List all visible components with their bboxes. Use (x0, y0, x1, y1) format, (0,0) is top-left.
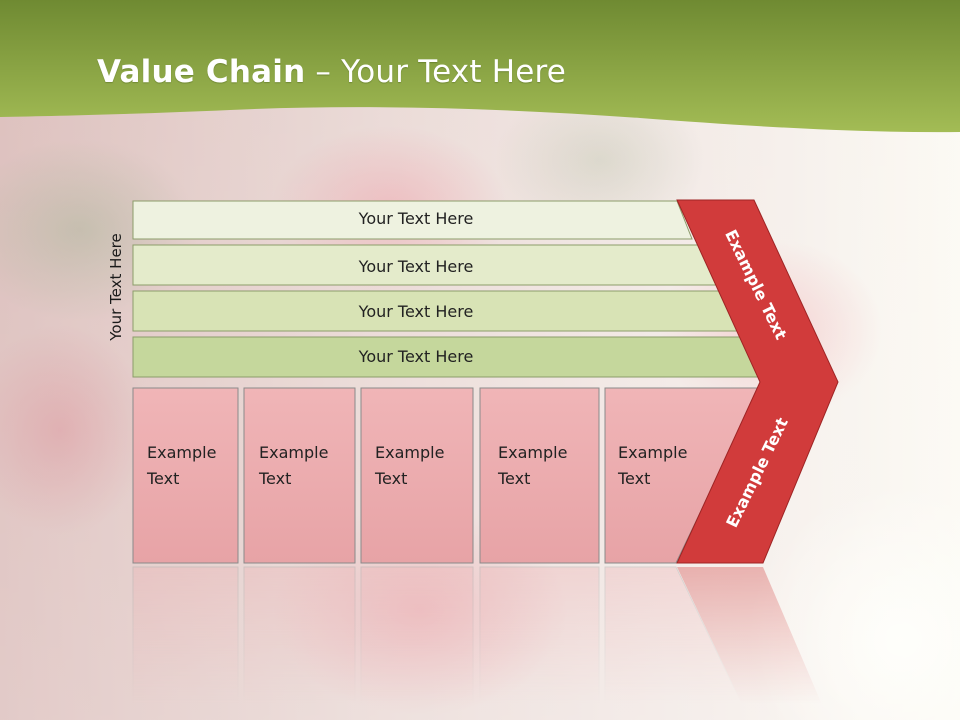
support-row: Your Text Here (132, 244, 718, 286)
support-row-label: Your Text Here (358, 209, 474, 228)
header-band (0, 0, 960, 133)
primary-box (479, 387, 600, 564)
primary-box-label: Example Text (375, 440, 444, 492)
support-row-label: Your Text Here (358, 302, 474, 321)
support-row-label: Your Text Here (358, 257, 474, 276)
primary-box (243, 387, 356, 564)
primary-box-label: Example Text (259, 440, 328, 492)
primary-box-label: Example Text (498, 440, 567, 492)
title-bold: Value Chain (97, 54, 306, 90)
primary-box-line2: Text (375, 469, 408, 488)
title-rest: – Your Text Here (305, 54, 567, 90)
primary-box-label: Example Text (618, 440, 687, 492)
primary-box (360, 387, 474, 564)
slide-title: Value Chain – Your Text Here (97, 54, 566, 90)
support-row-label: Your Text Here (358, 347, 474, 366)
support-row: Your Text Here (132, 200, 693, 240)
primary-box-line2: Text (259, 469, 292, 488)
primary-box-line2: Text (147, 469, 180, 488)
support-row: Your Text Here (132, 336, 764, 378)
primary-box (132, 387, 239, 564)
primary-box-label: Example Text (147, 440, 216, 492)
primary-box (604, 387, 761, 564)
primary-box-line1: Example (375, 443, 445, 462)
primary-box-line2: Text (498, 469, 531, 488)
primary-box-line1: Example (259, 443, 329, 462)
support-row: Your Text Here (132, 290, 740, 332)
primary-box-line2: Text (618, 469, 651, 488)
primary-box-line1: Example (147, 443, 217, 462)
primary-box-line1: Example (618, 443, 688, 462)
primary-box-line1: Example (498, 443, 568, 462)
